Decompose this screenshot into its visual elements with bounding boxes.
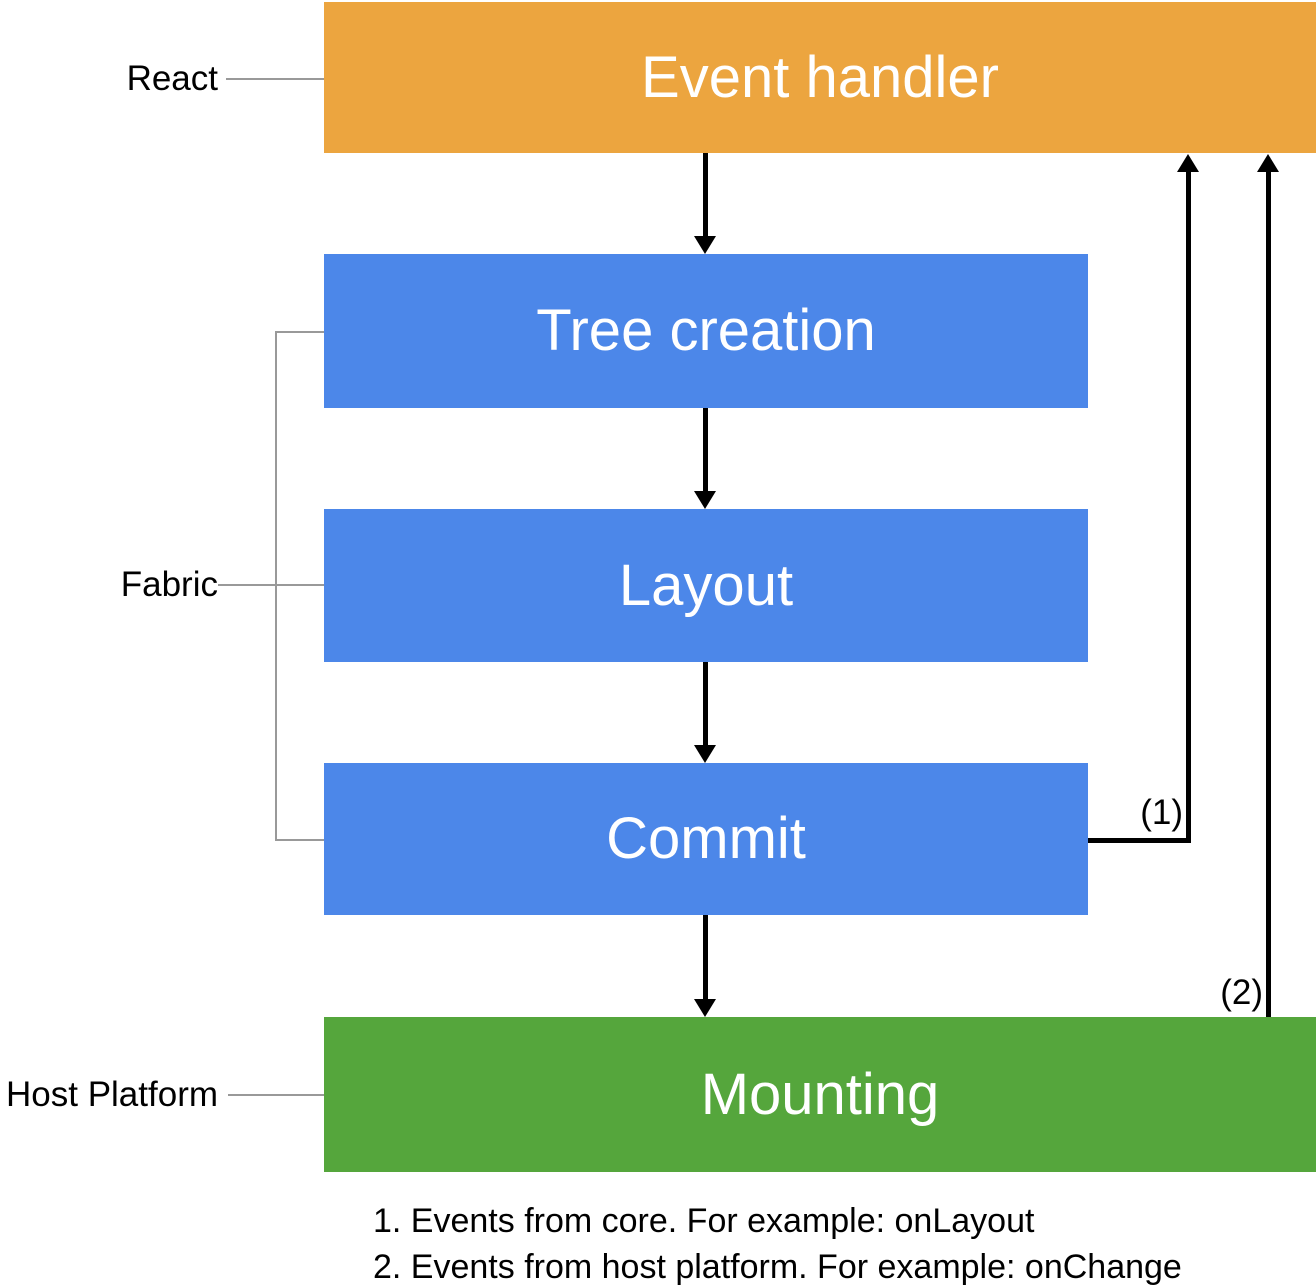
arrowhead-down-icon bbox=[694, 236, 716, 254]
footnote-1: 1. Events from core. For example: onLayo… bbox=[373, 1202, 1035, 1240]
fabric-bracket-bottom-stub bbox=[277, 839, 324, 841]
stage-label-tree-creation: Tree creation bbox=[536, 298, 876, 363]
layer-label-react: React bbox=[126, 59, 218, 98]
react-leader-line bbox=[226, 78, 324, 80]
feedback-arrow-1-vertical-segment bbox=[1186, 172, 1191, 843]
layer-label-host-platform: Host Platform bbox=[6, 1075, 218, 1114]
stage-label-mounting: Mounting bbox=[700, 1061, 940, 1127]
fabric-bracket-vertical-line bbox=[275, 331, 277, 841]
fabric-leader-line bbox=[218, 584, 324, 586]
stage-box-commit: Commit bbox=[324, 763, 1088, 915]
fabric-bracket-top-stub bbox=[277, 331, 324, 333]
stage-label-event-handler: Event handler bbox=[641, 44, 999, 110]
footnote-2: 2. Events from host platform. For exampl… bbox=[373, 1248, 1182, 1286]
arrowhead-up-icon bbox=[1257, 154, 1279, 172]
host-platform-leader-line bbox=[228, 1094, 324, 1096]
stage-label-layout: Layout bbox=[618, 552, 794, 618]
arrowhead-down-icon bbox=[694, 999, 716, 1017]
arrow-tree-creation-to-layout bbox=[703, 408, 708, 491]
feedback-arrow-1-horizontal-segment bbox=[1088, 838, 1191, 843]
arrow-event-handler-to-tree-creation bbox=[703, 153, 708, 236]
arrowhead-down-icon bbox=[694, 745, 716, 763]
callout-label-1: (1) bbox=[1140, 793, 1183, 832]
stage-box-event-handler: Event handler bbox=[324, 2, 1316, 153]
arrow-layout-to-commit bbox=[703, 662, 708, 745]
footnotes: 1. Events from core. For example: onLayo… bbox=[373, 1198, 1182, 1286]
arrowhead-up-icon bbox=[1177, 154, 1199, 172]
stage-box-tree-creation: Tree creation bbox=[324, 254, 1088, 408]
feedback-arrow-2-vertical-segment bbox=[1266, 172, 1271, 1017]
layer-label-fabric: Fabric bbox=[120, 565, 218, 604]
arrow-commit-to-mounting bbox=[703, 915, 708, 999]
stage-label-commit: Commit bbox=[606, 806, 806, 871]
arrowhead-down-icon bbox=[694, 491, 716, 509]
stage-box-mounting: Mounting bbox=[324, 1017, 1316, 1172]
stage-box-layout: Layout bbox=[324, 509, 1088, 662]
callout-label-2: (2) bbox=[1220, 973, 1263, 1012]
